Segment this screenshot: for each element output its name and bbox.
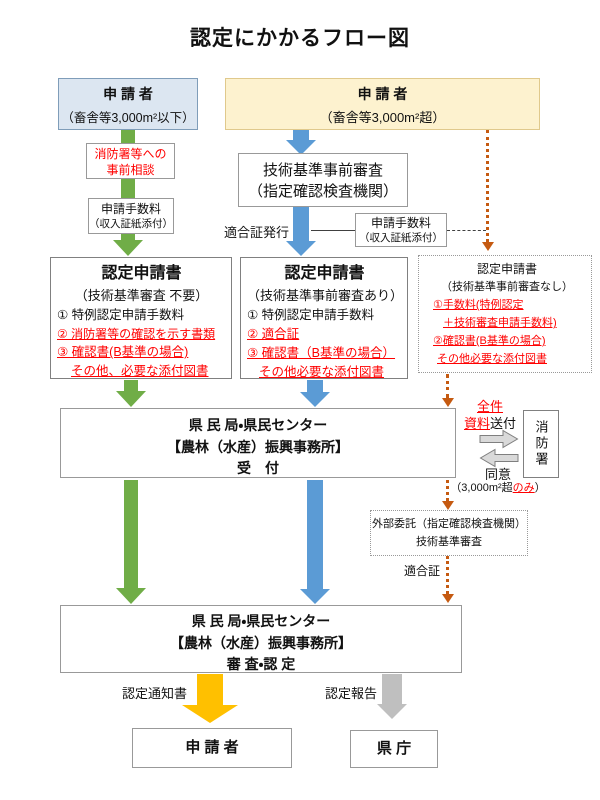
decision-box: 県 民 局・県民センター 【農林（水産）振興事務所】 審 査・認 定 [60, 605, 462, 673]
green-arrow-icon [116, 480, 146, 604]
reception-line3: 受 付 [237, 460, 279, 477]
application-box-no-prereview: 認定申請書 （技術基準事前審査なし） ①手数料(特例認定 ＋技術審査申請手数料)… [418, 255, 592, 373]
blue-arrow-icon [286, 130, 316, 155]
applicant-large-subtitle: （畜舎等3,000m²超） [319, 110, 446, 125]
reception-line2: 【農林（水産）振興事務所】 [167, 438, 349, 455]
app1-item2: ② 消防署等の確認を示す書類 [57, 327, 216, 342]
certificate-label: 適合証 [404, 564, 441, 578]
fire-station-box: 消防署 [523, 410, 559, 478]
send-all-red1: 全件 [476, 399, 503, 414]
app3-item2: ＋技術審査申請手数料) [443, 317, 557, 330]
app1-item4: その他、必要な添付図書 [71, 364, 209, 379]
app2-subtitle: （技術基準事前審査あり） [247, 288, 404, 304]
consult-line2: 事前相談 [106, 163, 155, 178]
dotted-arrowhead-icon [442, 501, 454, 510]
prefecture-box: 県 庁 [350, 730, 438, 768]
application-box-no-review: 認定申請書 （技術基準審査 不要） ① 特例認定申請手数料 ② 消防署等の確認を… [50, 257, 232, 379]
consent-note: （3,000m²超のみ） [438, 479, 558, 495]
applicant-small-subtitle: （畜舎等3,000m²以下） [61, 111, 195, 125]
gray-arrow-icon [374, 674, 410, 719]
app3-subtitle: （技術基準事前審査なし） [441, 281, 573, 294]
fire-station-label: 消防署 [533, 420, 549, 468]
fee-box-right: 申請手数料 （収入証紙添付） [355, 213, 447, 247]
app1-subtitle: （技術基準審査 不要） [74, 288, 209, 304]
decision-line1: 県 民 局・県民センター [191, 613, 331, 629]
app2-item3: ③ 確認書（B基準の場合） [247, 346, 396, 361]
pre-review-line1: 技術基準事前審査 [262, 162, 383, 179]
certificate-issue-label: 適合証発行 [224, 225, 290, 240]
dotted-connector [446, 556, 449, 594]
dotted-connector [446, 480, 449, 501]
app1-item1: ① 特例認定申請手数料 [57, 308, 185, 323]
app3-title: 認定申請書 [476, 262, 537, 276]
reception-line1: 県 民 局・県民センター [188, 417, 328, 433]
send-arrow-right-icon [479, 429, 519, 449]
consent-note-open: （3,000m²超 [450, 482, 513, 494]
pre-review-line2: （指定確認検査機関） [247, 183, 398, 200]
connector-line [311, 230, 355, 231]
dotted-arrowhead-icon [442, 398, 454, 407]
reception-box: 県 民 局・県民センター 【農林（水産）振興事務所】 受 付 [60, 408, 456, 478]
fee-left-line1: 申請手数料 [100, 202, 161, 216]
app3-item3: ②確認書(B基準の場合) [433, 334, 546, 347]
dashed-connector-line [447, 230, 486, 231]
yellow-arrow-icon [182, 674, 238, 723]
pre-review-box: 技術基準事前審査 （指定確認検査機関） [238, 153, 408, 207]
consent-label: 同意 [484, 467, 511, 482]
outsource-line1: 外部委託（指定確認検査機関） [372, 518, 526, 530]
blue-arrow-icon [300, 480, 330, 604]
consult-box: 消防署等への 事前相談 [86, 143, 175, 179]
consult-line1: 消防署等への [94, 147, 167, 161]
dotted-connector [486, 130, 489, 242]
fee-box-left: 申請手数料 （収入証紙添付） [88, 198, 174, 234]
applicant-small-title: 申 請 者 [103, 86, 153, 102]
applicant-bottom-box: 申 請 者 [132, 728, 292, 768]
app1-title: 認定申請書 [101, 265, 182, 282]
page-title: 認定にかかるフロー図 [190, 27, 410, 50]
applicant-large-title: 申 請 者 [357, 86, 408, 102]
app2-item4: その他必要な添付図書 [259, 365, 385, 380]
applicant-large-box: 申 請 者 （畜舎等3,000m²超） [225, 78, 540, 130]
decision-line3: 審 査・認 定 [226, 656, 296, 673]
decision-line2: 【農林（水産）振興事務所】 [170, 634, 352, 651]
consent-note-red: のみ [512, 482, 535, 494]
outsource-line2: 技術基準審査 [416, 535, 482, 548]
applicant-small-box: 申 請 者 （畜舎等3,000m²以下） [58, 78, 198, 130]
fee-right-line2: （収入証紙添付） [359, 231, 443, 244]
consent-arrow-left-icon [479, 448, 519, 468]
outsource-box: 外部委託（指定確認検査機関） 技術基準審査 [370, 510, 528, 556]
send-all-label: 全件 資料送付 [458, 399, 522, 433]
report-label: 認定報告 [325, 686, 378, 701]
notice-label: 認定通知書 [122, 686, 188, 701]
app3-item1: ①手数料(特例認定 [433, 299, 524, 312]
blue-arrow-icon [300, 380, 330, 407]
fee-left-line2: （収入証紙添付） [89, 217, 173, 230]
app3-item4: その他必要な添付図書 [437, 352, 547, 365]
send-all-red2: 資料 [463, 415, 490, 431]
dotted-arrowhead-icon [442, 594, 454, 603]
app2-item2: ② 適合証 [247, 327, 300, 342]
consent-note-close: ） [534, 482, 546, 494]
app2-item1: ① 特例認定申請手数料 [247, 308, 375, 323]
app1-item3: ③ 確認書(B基準の場合) [57, 345, 189, 360]
dotted-arrowhead-icon [482, 242, 494, 251]
send-all-black: 送付 [490, 415, 517, 431]
fee-right-line1: 申請手数料 [370, 216, 431, 230]
green-arrow-icon [116, 380, 146, 407]
app2-title: 認定申請書 [284, 265, 365, 282]
blue-arrow-icon [286, 207, 316, 256]
application-box-with-review: 認定申請書 （技術基準事前審査あり） ① 特例認定申請手数料 ② 適合証 ③ 確… [240, 257, 408, 379]
dotted-connector [446, 374, 449, 398]
